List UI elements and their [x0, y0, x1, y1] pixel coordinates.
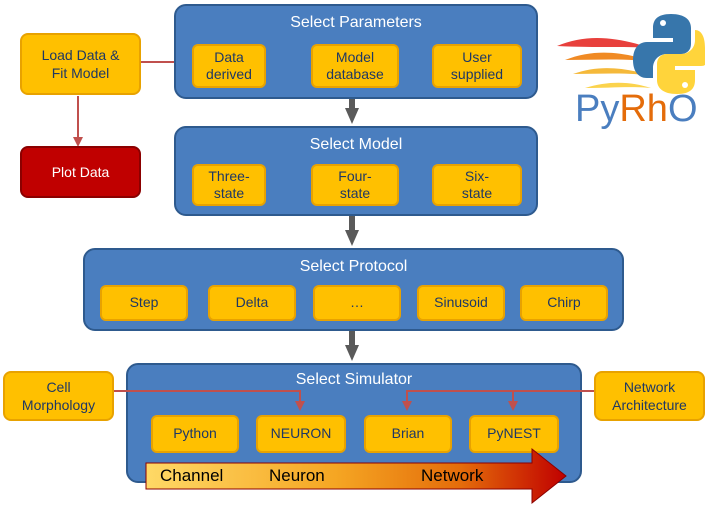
scale-label-channel: Channel — [160, 466, 224, 485]
chirp-protocol-option[interactable]: Chirp — [520, 285, 608, 321]
cell-morphology-box[interactable]: Cell Morphology — [3, 371, 114, 421]
python-simulator-option[interactable]: Python — [151, 415, 239, 453]
brian-simulator-option[interactable]: Brian — [364, 415, 452, 453]
select-simulator-title: Select Simulator — [295, 371, 413, 388]
three-state-option[interactable]: Three- state — [192, 164, 266, 206]
select-protocol-panel: Select Protocol Step Delta … Sinusoid Ch… — [83, 248, 624, 331]
data-derived-option[interactable]: Data derived — [192, 44, 266, 88]
delta-protocol-option[interactable]: Delta — [208, 285, 296, 321]
logo-o: O — [667, 88, 698, 130]
load-data-fit-model-box[interactable]: Load Data & Fit Model — [20, 33, 141, 95]
select-model-title: Select Model — [309, 136, 403, 153]
pyrho-wordmark: PyRhO — [575, 88, 698, 131]
select-model-panel: Select Model Three- state Four- state Si… — [174, 126, 538, 216]
pynest-simulator-option[interactable]: PyNEST — [469, 415, 559, 453]
four-state-option[interactable]: Four- state — [311, 164, 399, 206]
logo-rh: Rh — [619, 88, 668, 130]
scale-label-neuron: Neuron — [269, 466, 325, 485]
select-parameters-panel: Select Parameters Data derived Model dat… — [174, 4, 538, 99]
network-to-brian-connector — [402, 390, 594, 411]
user-supplied-option[interactable]: User supplied — [432, 44, 522, 88]
six-state-option[interactable]: Six- state — [432, 164, 522, 206]
select-parameters-title: Select Parameters — [290, 14, 422, 31]
plot-data-box[interactable]: Plot Data — [20, 146, 141, 198]
select-protocol-title: Select Protocol — [299, 258, 408, 275]
step-protocol-option[interactable]: Step — [100, 285, 188, 321]
neuron-simulator-option[interactable]: NEURON — [256, 415, 346, 453]
pyrho-logo: PyRhO — [555, 8, 706, 138]
logo-py: Py — [575, 88, 620, 130]
sinusoid-protocol-option[interactable]: Sinusoid — [417, 285, 505, 321]
network-architecture-box[interactable]: Network Architecture — [594, 371, 705, 421]
channel-network-scale-arrow — [145, 447, 567, 505]
scale-label-network: Network — [421, 466, 484, 485]
python-flame-icon — [557, 14, 706, 94]
model-database-option[interactable]: Model database — [311, 44, 399, 88]
more-protocols-option[interactable]: … — [313, 285, 401, 321]
morphology-to-neuron-connector — [114, 390, 305, 411]
